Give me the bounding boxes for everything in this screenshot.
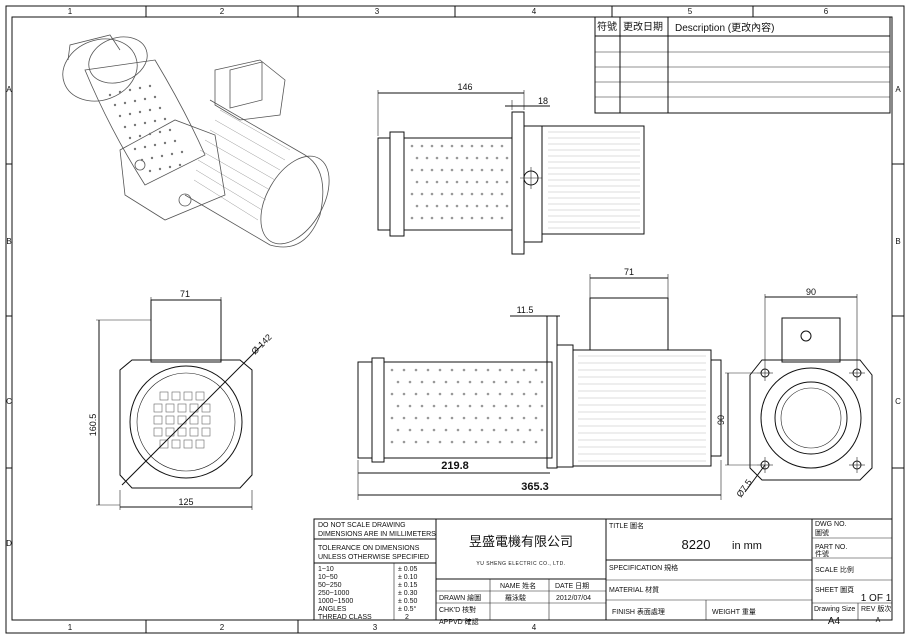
drawn-label: DRAWN 繪圖 bbox=[439, 593, 481, 602]
revision-value: A bbox=[876, 617, 881, 624]
strainer-perforations bbox=[390, 368, 544, 444]
part-no-label-cn: 件號 bbox=[815, 549, 829, 558]
rev-col-symbol: 符號 bbox=[597, 20, 617, 33]
strainer-perforations bbox=[108, 84, 184, 173]
sheet-value: 1 OF 1 bbox=[861, 593, 892, 604]
tolerance-value: ± 0.05 bbox=[398, 566, 418, 573]
side-view-top bbox=[377, 90, 645, 255]
front-end-view bbox=[96, 297, 263, 510]
tolerance-value: ± 0.30 bbox=[398, 590, 418, 597]
grid-row-label: A bbox=[6, 85, 12, 94]
drawing-size-label: Drawing Size bbox=[814, 606, 855, 613]
dim-side-total: 146 bbox=[457, 82, 472, 92]
drawn-date: 2012/07/04 bbox=[556, 595, 591, 602]
strainer-perforations bbox=[410, 144, 509, 220]
grid-row-label: B bbox=[6, 237, 11, 246]
grid-col-label: 2 bbox=[220, 7, 225, 16]
scale-label: SCALE 比例 bbox=[815, 565, 854, 574]
tolerance-value: ± 0.15 bbox=[398, 582, 418, 589]
rev-col-desc: Description (更改內容) bbox=[675, 21, 774, 34]
tolerance-range: ANGLES bbox=[318, 606, 347, 613]
tolerance-range: 50~250 bbox=[318, 582, 342, 589]
dwg-no-label: DWG NO. bbox=[815, 521, 847, 528]
dwg-no-label-cn: 圖號 bbox=[815, 528, 829, 537]
grid-col-label: 5 bbox=[688, 7, 693, 16]
end-view bbox=[725, 294, 873, 493]
part-no-label: PART NO. bbox=[815, 544, 847, 551]
dim-front-diameter: Ø 142 bbox=[249, 332, 273, 356]
tolerance-value: ± 0.10 bbox=[398, 574, 418, 581]
dim-front-width: 71 bbox=[180, 289, 190, 299]
material-label: MATERIAL 材質 bbox=[609, 585, 659, 594]
weight-label: WEIGHT 重量 bbox=[712, 608, 756, 616]
grid-col-label: 3 bbox=[375, 7, 380, 16]
drawing-size-value: A4 bbox=[828, 616, 841, 627]
grid-col-label: 2 bbox=[220, 623, 225, 632]
grid-row-label: C bbox=[895, 397, 901, 406]
tolerance-value: 2 bbox=[405, 614, 409, 621]
dim-front-base: 125 bbox=[178, 497, 193, 507]
sheet-border bbox=[5, 5, 905, 634]
tolerance-range: 1~10 bbox=[318, 566, 334, 573]
drawing-title: 8220 bbox=[682, 537, 711, 552]
dim-elev-box: 71 bbox=[624, 267, 634, 277]
dim-side-flange: 18 bbox=[538, 96, 548, 106]
tolerance-value: ± 0.50 bbox=[398, 598, 418, 605]
grid-col-label: 4 bbox=[532, 7, 537, 16]
tolerance-heading-2: UNLESS OTHERWISE SPECIFIED bbox=[318, 554, 429, 561]
grid-row-label: D bbox=[6, 539, 12, 548]
dim-end-width: 90 bbox=[806, 287, 816, 297]
dim-end-height: 90 bbox=[716, 415, 726, 425]
company-name-en: YU SHENG ELECTRIC CO., LTD. bbox=[476, 561, 565, 567]
grid-row-label: B bbox=[895, 237, 900, 246]
company-name-cn: 昱盛電機有限公司 bbox=[469, 534, 573, 549]
grid-col-label: 4 bbox=[532, 623, 537, 632]
note-units: DIMENSIONS ARE IN MILLIMETERS bbox=[318, 531, 436, 538]
grid-row-label: C bbox=[6, 397, 12, 406]
tolerance-range: 250~1000 bbox=[318, 590, 349, 597]
name-header: NAME 姓名 bbox=[500, 581, 536, 590]
tolerance-heading-1: TOLERANCE ON DIMENSIONS bbox=[318, 545, 420, 552]
rev-col-date: 更改日期 bbox=[623, 20, 663, 33]
grid-col-label: 6 bbox=[824, 7, 829, 16]
dim-elev-flange: 11.5 bbox=[517, 305, 534, 315]
isometric-view bbox=[62, 34, 330, 248]
tolerance-range: 1000~1500 bbox=[318, 598, 353, 605]
grid-col-label: 1 bbox=[68, 7, 73, 16]
units-label: in mm bbox=[732, 540, 762, 552]
approved-label: APPVD 確認 bbox=[439, 617, 479, 626]
note-no-scale: DO NOT SCALE DRAWING bbox=[318, 522, 406, 529]
grid-row-label: A bbox=[895, 85, 901, 94]
title-block bbox=[313, 518, 893, 621]
specification-label: SPECIFICATION 規格 bbox=[609, 563, 678, 572]
revision-label: REV 版次 bbox=[861, 604, 891, 613]
tolerance-value: ± 0.5° bbox=[398, 605, 417, 613]
tolerance-range: THREAD CLASS bbox=[318, 614, 372, 621]
drawn-name: 羅泳駿 bbox=[505, 593, 526, 602]
sheet-label: SHEET 圖頁 bbox=[815, 586, 854, 594]
dim-elev-total: 365.3 bbox=[521, 481, 549, 493]
tolerance-range: 10~50 bbox=[318, 574, 338, 581]
dim-elev-body: 219.8 bbox=[441, 460, 469, 472]
grid-col-label: 1 bbox=[68, 623, 73, 632]
dim-end-hole: Ø7.5 bbox=[734, 477, 753, 499]
title-label: TITLE 圖名 bbox=[609, 521, 644, 530]
dim-front-height: 160.5 bbox=[88, 414, 98, 437]
date-header: DATE 日期 bbox=[555, 582, 589, 590]
finish-label: FINISH 表面處理 bbox=[612, 607, 665, 616]
elevation-view bbox=[357, 274, 722, 500]
intake-grid bbox=[153, 391, 211, 449]
revision-table bbox=[594, 16, 891, 114]
checked-label: CHK'D 核對 bbox=[439, 605, 476, 614]
grid-col-label: 3 bbox=[373, 623, 378, 632]
